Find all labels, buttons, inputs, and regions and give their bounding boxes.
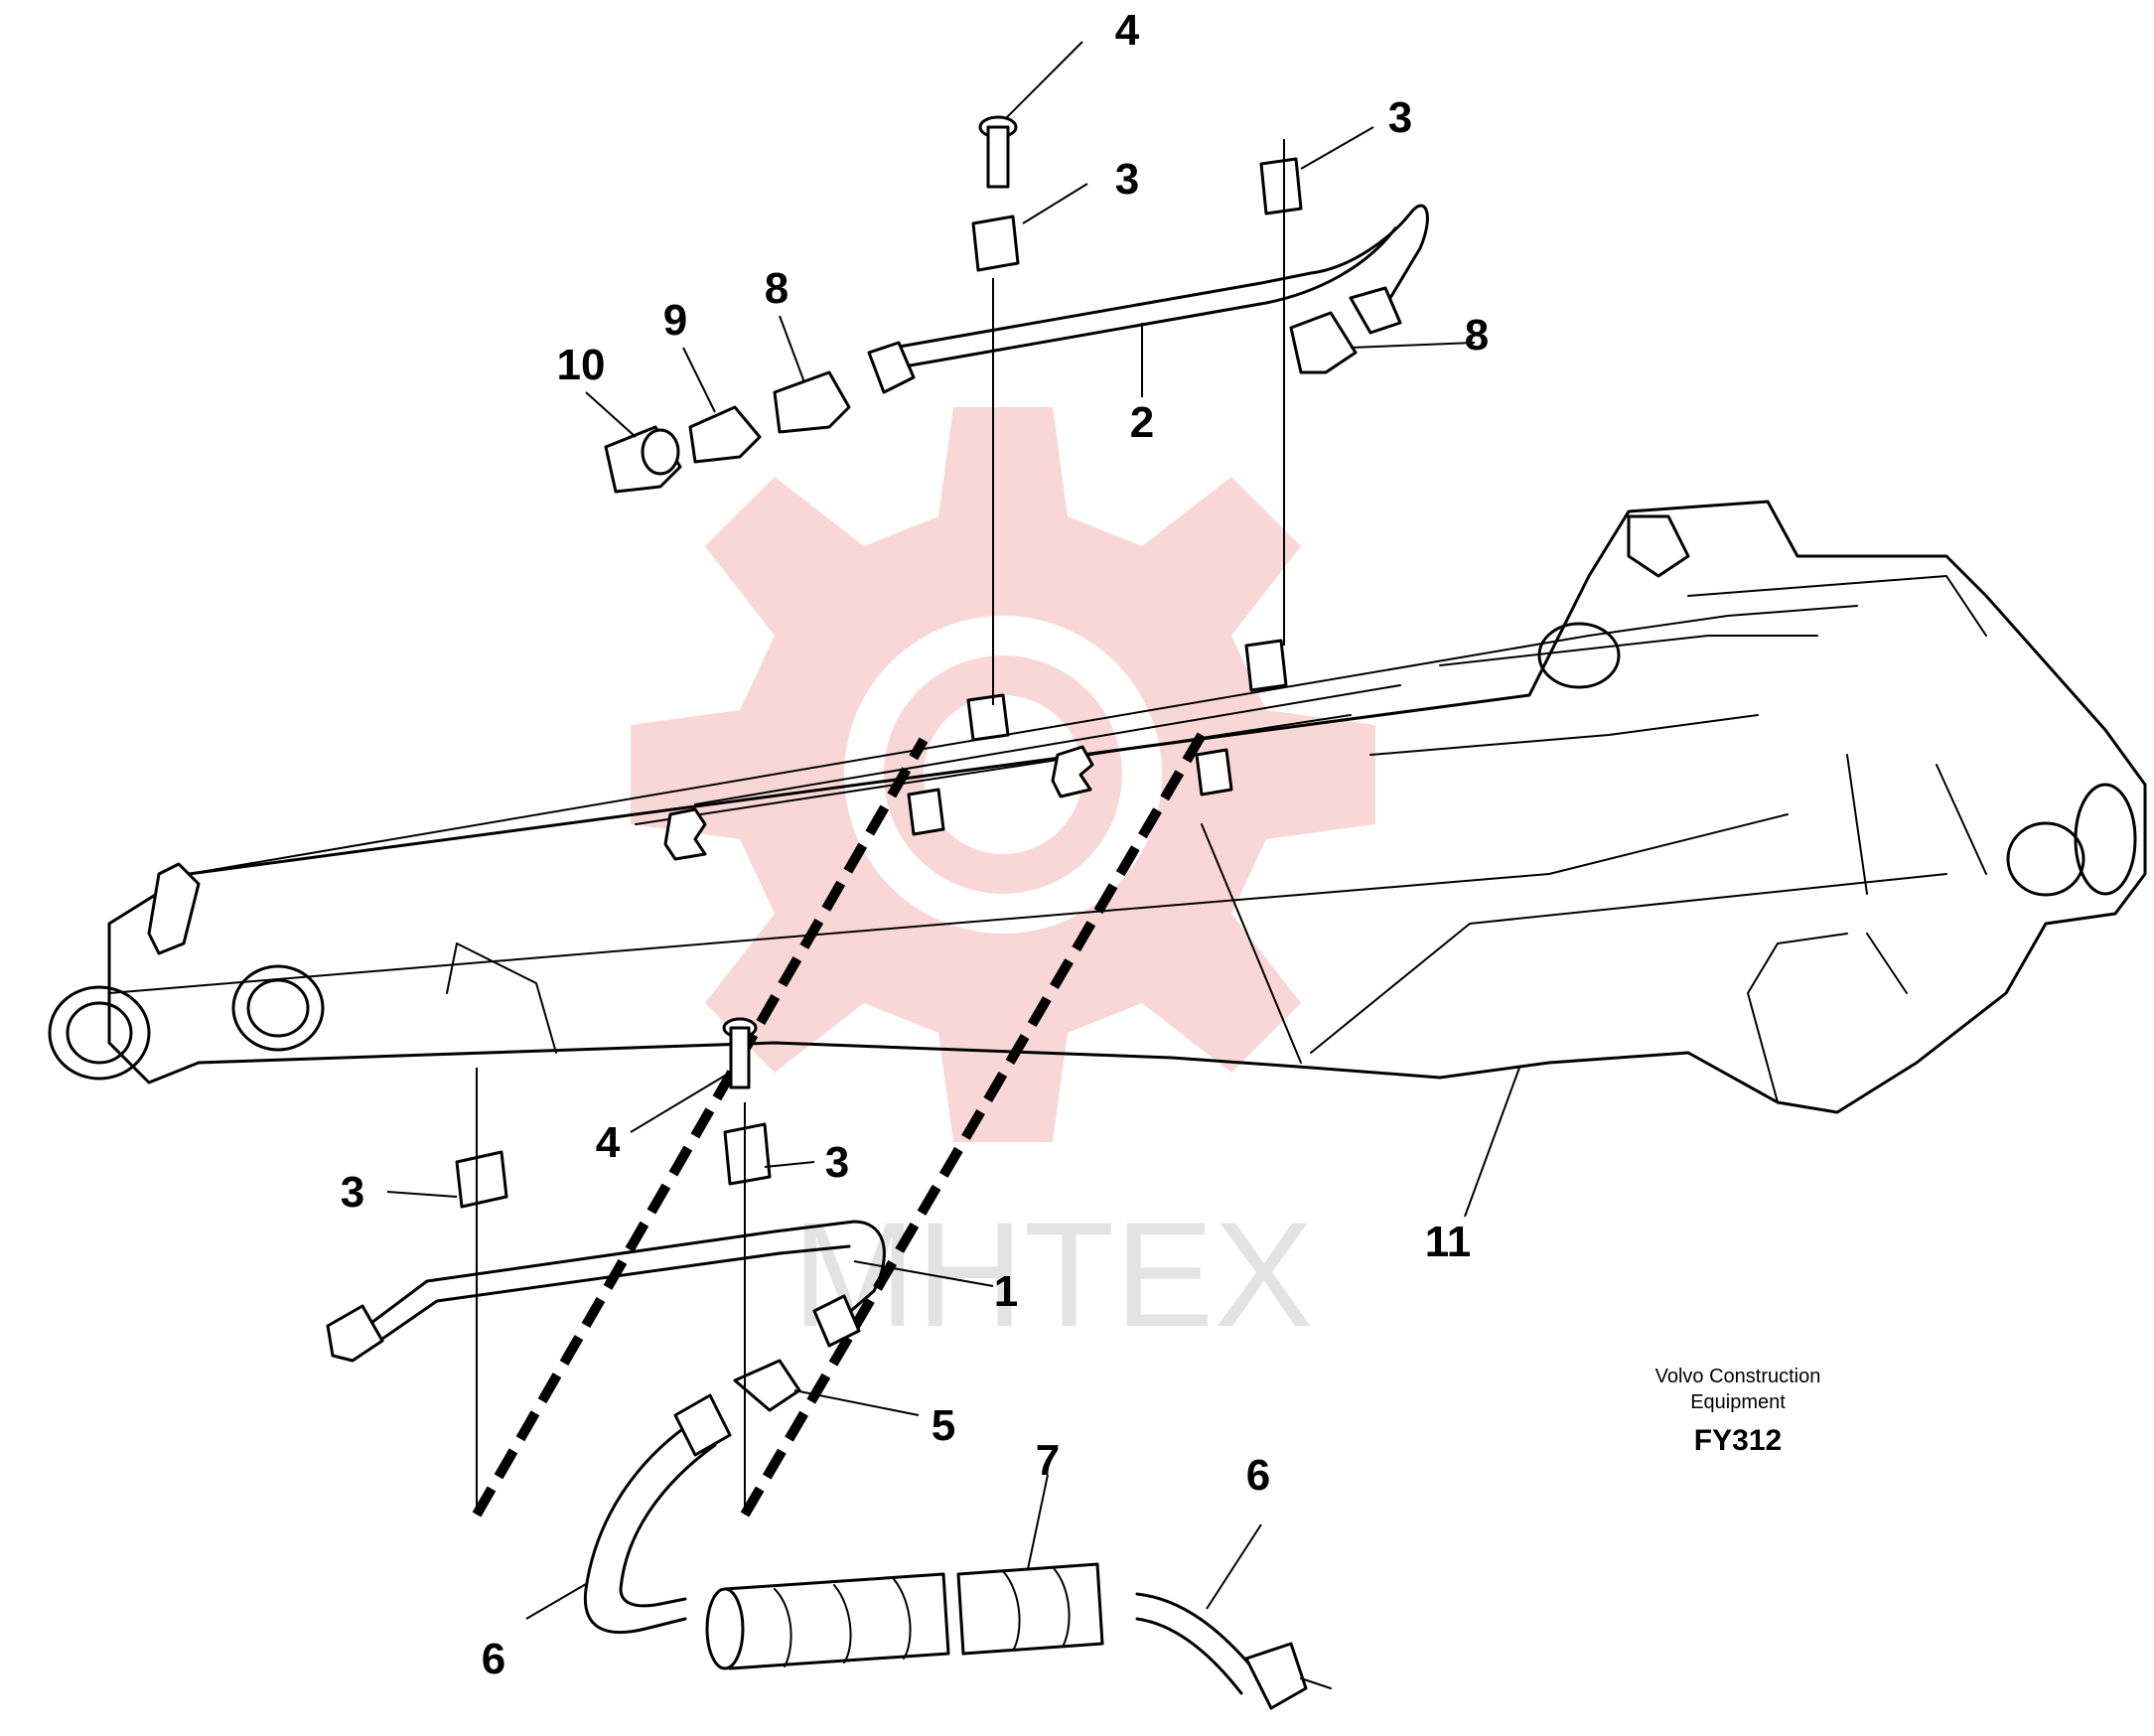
callout-top-3-left: 3 xyxy=(1115,155,1139,204)
figure-caption: Volvo Construction Equipment FY312 xyxy=(1655,1366,1821,1457)
callout-top-2: 2 xyxy=(1130,398,1154,447)
nipple-8-right xyxy=(1289,311,1358,374)
brand-line-2: Equipment xyxy=(1690,1391,1786,1413)
upper-pipe-assembly xyxy=(604,115,1429,705)
leader-lines xyxy=(386,41,1520,1620)
watermark-gear xyxy=(631,407,1375,1142)
callout-labels: 4 3 3 8 8 9 10 2 11 4 3 3 1 5 6 6 7 xyxy=(341,6,1489,1683)
callout-low-1: 1 xyxy=(994,1267,1018,1316)
callout-top-10: 10 xyxy=(557,341,606,389)
routing-dashes xyxy=(472,732,1207,1518)
callout-low-4: 4 xyxy=(596,1118,621,1167)
callout-top-4: 4 xyxy=(1115,6,1140,55)
callout-top-8-right: 8 xyxy=(1465,311,1489,360)
callout-top-8-left: 8 xyxy=(765,264,789,313)
pipe-nut xyxy=(867,341,916,394)
watermark-text: MHTEX xyxy=(792,1191,1314,1358)
callout-low-3-left: 3 xyxy=(341,1168,364,1217)
brand-line-1: Volvo Construction xyxy=(1655,1366,1821,1387)
figure-code: FY312 xyxy=(1694,1424,1782,1457)
callout-low-7: 7 xyxy=(1036,1436,1060,1485)
adapter-9 xyxy=(688,405,762,464)
callout-top-9: 9 xyxy=(663,296,687,345)
callout-low-3-right: 3 xyxy=(825,1138,849,1187)
callout-low-6-left: 6 xyxy=(482,1635,505,1683)
callout-boom-11: 11 xyxy=(1425,1218,1472,1266)
nipple-8-left xyxy=(773,370,851,434)
boom-arm xyxy=(48,500,2147,1114)
callout-low-5: 5 xyxy=(932,1401,955,1450)
lower-pipe-assembly xyxy=(326,1017,1332,1710)
callout-low-6-right: 6 xyxy=(1246,1451,1270,1500)
callout-top-3-right: 3 xyxy=(1388,93,1412,142)
watermark: MHTEX xyxy=(631,407,1375,1358)
